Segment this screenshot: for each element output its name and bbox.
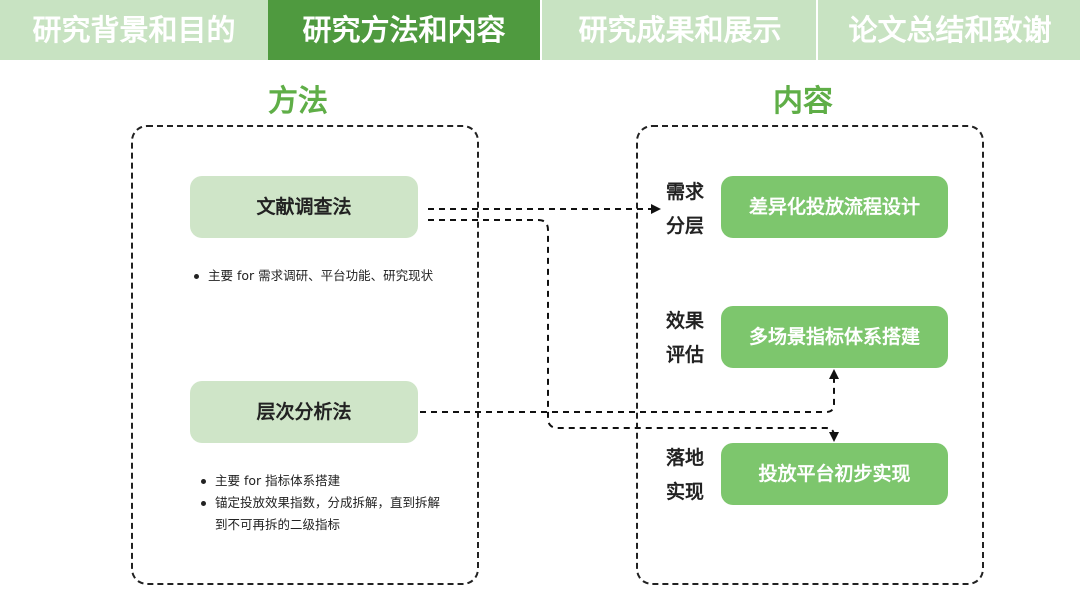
methods-heading: 方法	[268, 84, 328, 119]
content-side-label-demand: 需求分层	[666, 181, 705, 237]
method-literature-review: 文献调查法	[190, 176, 418, 238]
content-indicator-system: 多场景指标体系搭建	[721, 306, 948, 368]
list-item: 锚定投放效果指数，分成拆解，直到拆解到不可再拆的二级指标	[199, 492, 449, 536]
content-platform-implementation: 投放平台初步实现	[721, 443, 948, 505]
content-heading: 内容	[773, 84, 833, 119]
top-nav: 研究背景和目的 研究方法和内容 研究成果和展示 论文总结和致谢	[0, 0, 1080, 60]
arrow-literature-to-platform	[428, 219, 839, 442]
method-ahp: 层次分析法	[190, 381, 418, 443]
content-side-label-implementation: 落地实现	[666, 447, 705, 503]
tab-thesis-summary[interactable]: 论文总结和致谢	[816, 0, 1080, 60]
tab-research-methods[interactable]: 研究方法和内容	[268, 0, 540, 60]
tab-research-background[interactable]: 研究背景和目的	[32, 13, 236, 47]
list-item: 主要 for 指标体系搭建	[199, 470, 449, 492]
arrow-ahp-to-indicator	[420, 369, 839, 413]
tab-research-results[interactable]: 研究成果和展示	[540, 0, 818, 60]
method-ahp-bullets: 主要 for 指标体系搭建 锚定投放效果指数，分成拆解，直到拆解到不可再拆的二级…	[199, 470, 449, 536]
method-literature-bullets: 主要 for 需求调研、平台功能、研究现状	[192, 265, 452, 287]
methods-panel	[131, 125, 479, 585]
list-item: 主要 for 需求调研、平台功能、研究现状	[192, 265, 452, 287]
content-panel	[636, 125, 984, 585]
content-differentiated-process: 差异化投放流程设计	[721, 176, 948, 238]
content-side-label-evaluation: 效果评估	[666, 310, 705, 366]
